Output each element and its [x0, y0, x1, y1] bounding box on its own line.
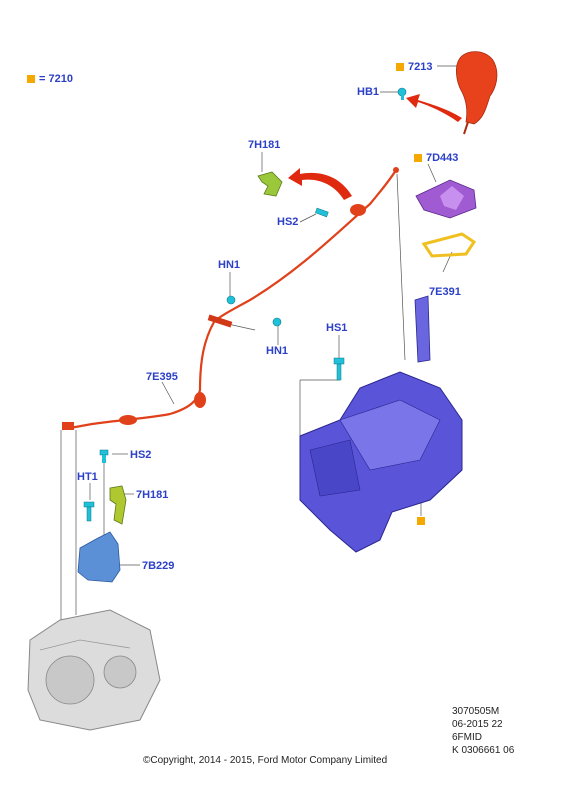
transmission [27, 609, 161, 731]
red-arrow-top-left [288, 168, 352, 200]
callout-hs2-top: HS2 [277, 216, 299, 228]
cable-clip-7h181-bottom [109, 485, 127, 525]
seal-7e391 [421, 232, 477, 258]
callout-7h181-top: 7H181 [248, 139, 281, 151]
gear-knob-7213 [456, 51, 498, 135]
callout-ht1: HT1 [77, 471, 98, 483]
callout-7b229: 7B229 [142, 560, 175, 572]
callout-7d443-label: 7D443 [426, 152, 459, 164]
fastener-hb1 [397, 87, 407, 100]
cable-clip-7h181-top [257, 171, 283, 197]
copyright: ©Copyright, 2014 - 2015, Ford Motor Comp… [143, 755, 388, 766]
marker-shifter [417, 517, 425, 525]
legend-text: = 7210 [39, 73, 73, 85]
callout-7e395: 7E395 [146, 371, 178, 383]
shift-bezel-7d443 [415, 179, 477, 219]
bracket-7b229 [77, 531, 121, 583]
bolt-hs1 [333, 357, 345, 381]
callout-hn1-top: HN1 [218, 259, 241, 271]
legend-7210: = 7210 [27, 73, 73, 85]
callout-7d443: 7D443 [414, 152, 458, 164]
callout-hs2-bottom: HS2 [130, 449, 152, 461]
callout-hs1: HS1 [326, 322, 348, 334]
callout-7h181-bottom: 7H181 [136, 489, 169, 501]
drawing-ref: K 0306661 06 [452, 745, 515, 756]
callout-hn1-mid: HN1 [266, 345, 289, 357]
legend-marker [27, 75, 35, 83]
red-arrow-top-right [406, 94, 462, 122]
shift-cable-7e395 [62, 167, 399, 430]
callout-hb1: HB1 [357, 86, 380, 98]
callout-marker [396, 63, 404, 71]
shifter-assembly [299, 295, 463, 553]
callout-7213: 7213 [396, 61, 432, 73]
drawing-model: 6FMID [452, 732, 482, 743]
callout-marker [414, 154, 422, 162]
fastener-hs2-top [315, 207, 329, 218]
drawing-info: 3070505M 06-2015 22 6FMID K 0306661 06 [452, 705, 514, 757]
bolt-ht1 [83, 501, 95, 522]
fastener-hs2-bottom [99, 449, 109, 463]
fastener-hn1-mid [272, 317, 282, 327]
leader-lines [60, 65, 460, 625]
drawing-number: 3070505M [452, 706, 500, 717]
callout-7213-label: 7213 [408, 61, 433, 73]
fastener-hn1-top [226, 295, 236, 305]
callout-7e391: 7E391 [429, 286, 461, 298]
drawing-date: 06-2015 22 [452, 719, 503, 730]
